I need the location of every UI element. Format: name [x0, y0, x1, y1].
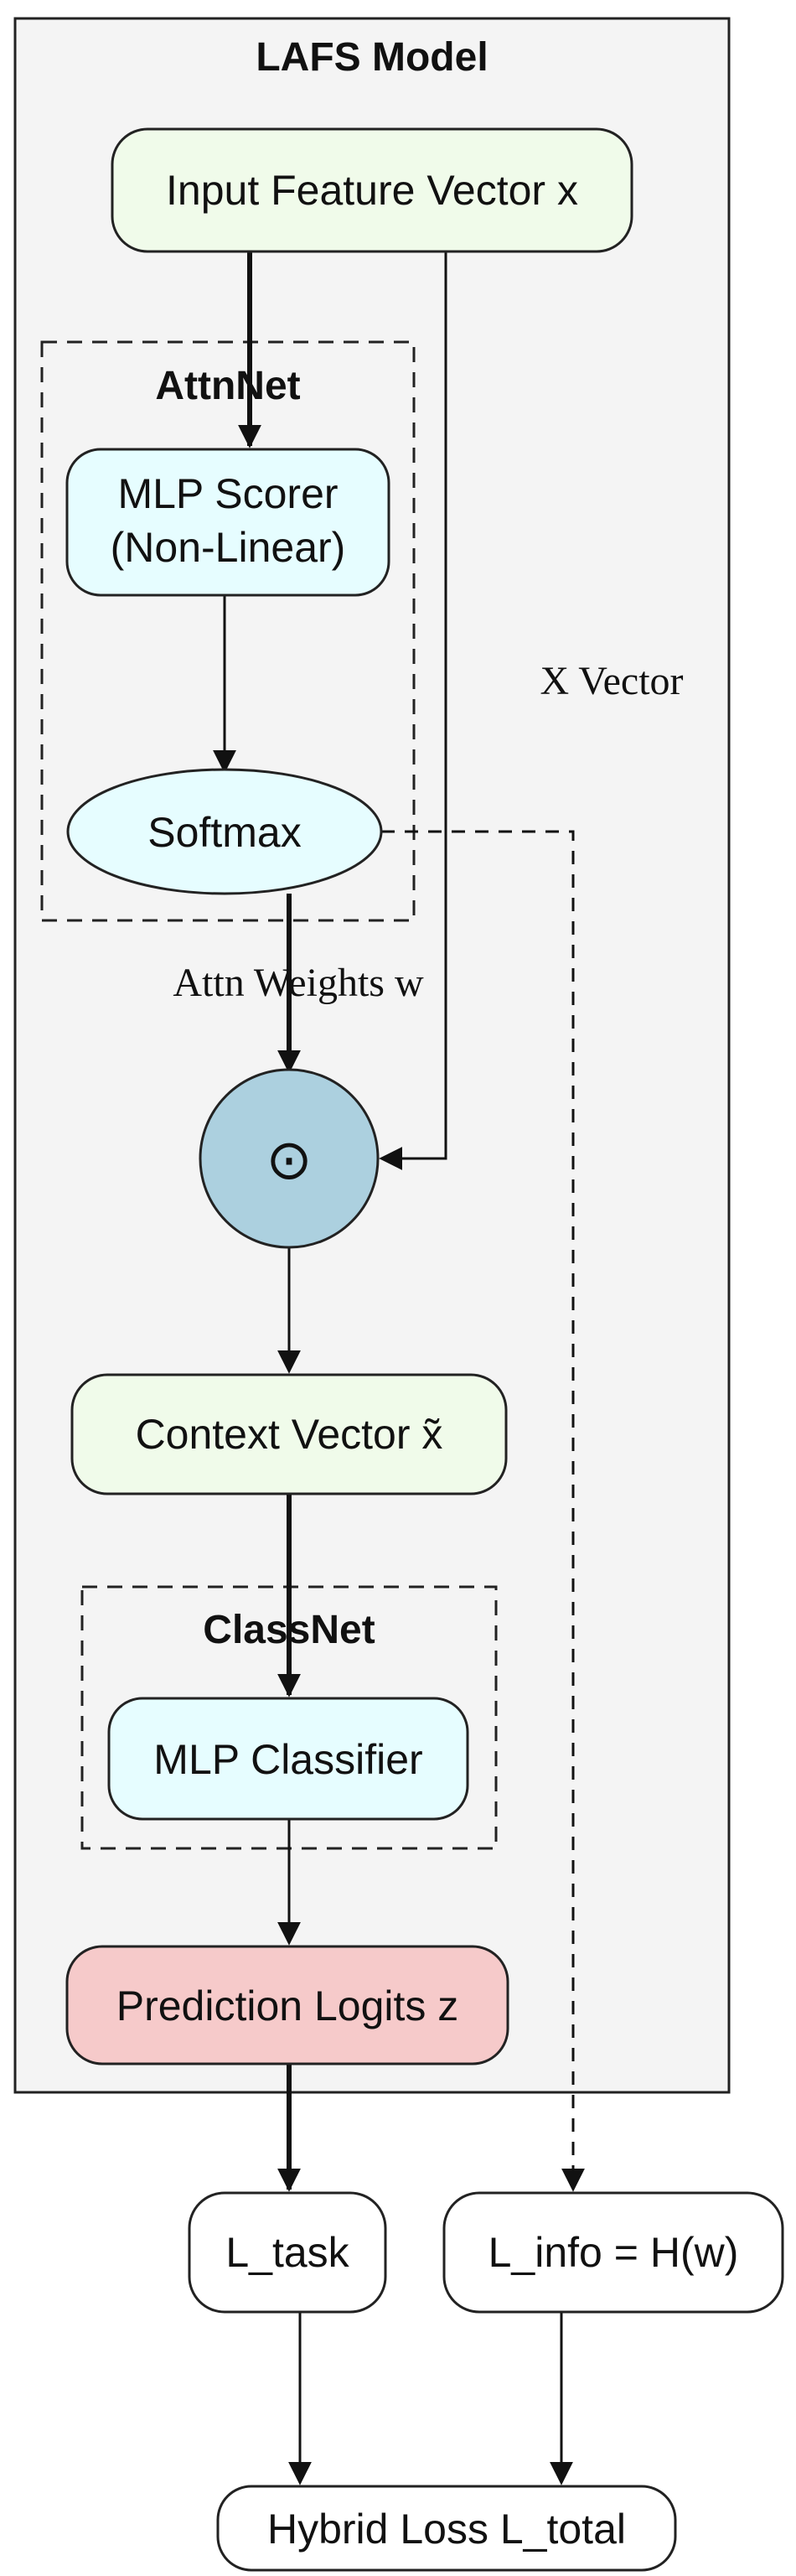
input-feature-node: Input Feature Vector x: [111, 127, 633, 253]
context-vector-node: Context Vector x̃: [70, 1373, 508, 1495]
l-info-label: L_info = H(w): [488, 2229, 739, 2276]
mlp-scorer-label-line2: (Non-Linear): [111, 524, 346, 571]
edge-input-to-product: [379, 251, 447, 1170]
hybrid-loss-node: Hybrid Loss L_total: [216, 2485, 677, 2572]
elementwise-product-symbol: ⊙: [266, 1127, 312, 1192]
attn-weights-label: Attn Weights w: [173, 961, 424, 1005]
hybrid-loss-label: Hybrid Loss L_total: [267, 2506, 626, 2553]
softmax-label: Softmax: [147, 809, 301, 856]
softmax-node: Softmax: [66, 768, 383, 895]
mlp-classifier-label: MLP Classifier: [153, 1736, 422, 1783]
prediction-logits-node: Prediction Logits z: [65, 1945, 509, 2065]
context-vector-label: Context Vector x̃: [136, 1411, 443, 1458]
mlp-scorer-node: MLP Scorer (Non-Linear): [65, 448, 390, 597]
attnnet-group: [40, 340, 416, 922]
lafs-model-title: LAFS Model: [256, 35, 488, 80]
elementwise-product-node: ⊙: [199, 1068, 380, 1249]
attnnet-title: AttnNet: [155, 364, 300, 408]
edge-softmax-to-linfo: [381, 830, 585, 2192]
l-info-node: L_info = H(w): [442, 2191, 784, 2314]
x-vector-label: X Vector: [540, 659, 683, 703]
l-task-node: L_task: [188, 2191, 387, 2314]
mlp-scorer-label-line1: MLP Scorer: [117, 470, 338, 517]
l-task-label: L_task: [225, 2229, 349, 2276]
input-feature-label: Input Feature Vector x: [166, 167, 578, 214]
mlp-classifier-node: MLP Classifier: [107, 1697, 469, 1821]
prediction-logits-label: Prediction Logits z: [116, 1983, 459, 2029]
